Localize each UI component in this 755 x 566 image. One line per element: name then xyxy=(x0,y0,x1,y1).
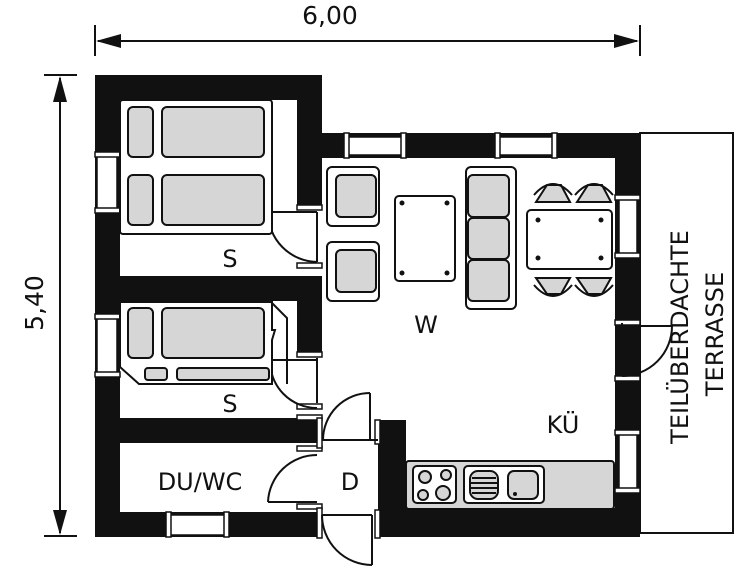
room-label-kitchen: KÜ xyxy=(547,410,580,439)
terrace-area xyxy=(639,132,734,534)
coffee-table xyxy=(394,195,456,282)
height-label: 5,40 xyxy=(20,275,49,331)
width-dimension: 6,00 xyxy=(94,1,641,56)
room-label-living: W xyxy=(414,311,438,339)
room-label-hallway: D xyxy=(341,468,359,496)
window xyxy=(96,314,118,376)
room-label-bedroom-1: S xyxy=(222,245,237,273)
room-label-bedroom-2: S xyxy=(222,390,237,418)
living-furniture xyxy=(326,166,614,310)
doors xyxy=(267,204,673,566)
kitchen-counter xyxy=(405,460,615,510)
window xyxy=(618,431,638,491)
window xyxy=(345,136,404,156)
window xyxy=(167,514,229,536)
window xyxy=(618,196,638,256)
window xyxy=(496,136,555,156)
window xyxy=(96,151,118,213)
terrace-label-line2: TERRASSE xyxy=(701,272,729,397)
bunk-bed-1 xyxy=(119,99,273,235)
width-label: 6,00 xyxy=(302,1,358,30)
arrow-down-icon xyxy=(53,510,67,535)
bunk-bed-2 xyxy=(119,301,288,385)
height-dimension: 5,40 xyxy=(20,74,77,537)
arrow-up-icon xyxy=(53,76,67,102)
dining-table xyxy=(526,209,613,270)
room-label-bathroom: DU/WC xyxy=(158,468,243,496)
terrace-label-line1: TEILÜBERDACHTE xyxy=(665,230,694,445)
arrow-right-icon xyxy=(614,34,639,48)
arrow-left-icon xyxy=(96,34,121,48)
windows xyxy=(94,132,641,538)
